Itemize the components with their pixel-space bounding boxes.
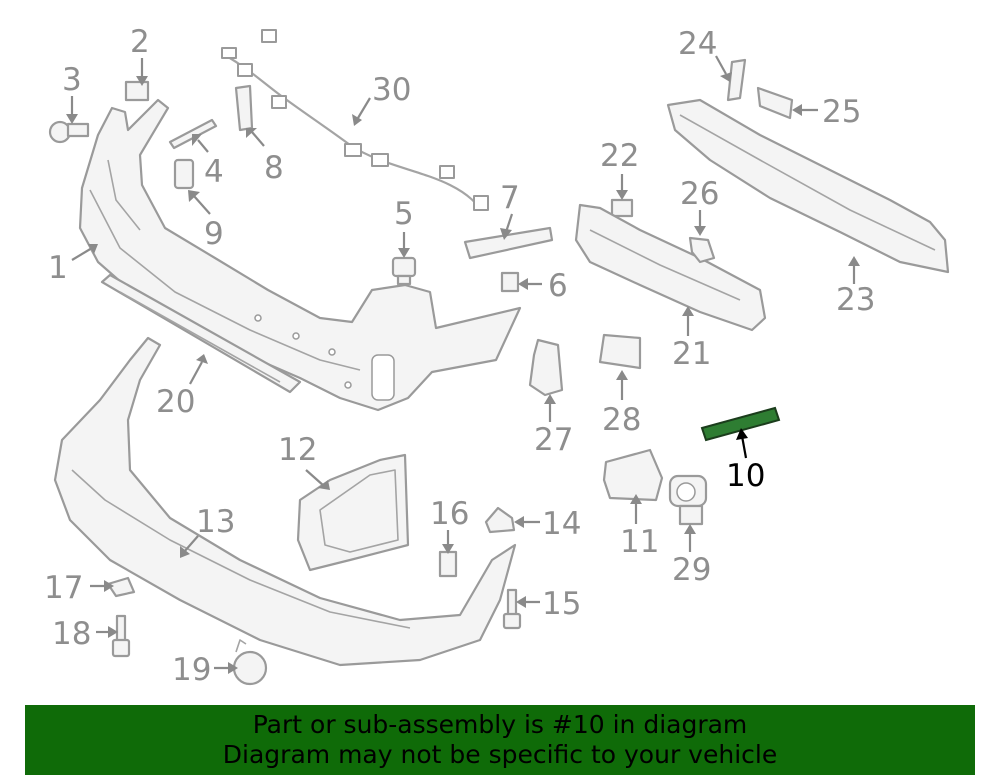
part-17-clip[interactable] bbox=[106, 576, 136, 598]
part-6-clip[interactable] bbox=[500, 271, 520, 293]
part-9-retainer[interactable] bbox=[173, 158, 195, 190]
callout-24: 24 bbox=[678, 26, 717, 62]
part-28-bracket[interactable] bbox=[598, 333, 642, 370]
part-27-bracket[interactable] bbox=[528, 338, 564, 397]
callout-29: 29 bbox=[672, 552, 711, 588]
callout-1: 1 bbox=[48, 250, 68, 286]
part-18-bolt[interactable] bbox=[111, 614, 131, 658]
part-14-clip[interactable] bbox=[484, 506, 516, 534]
part-15-screw[interactable] bbox=[502, 588, 522, 630]
info-banner: Part or sub-assembly is #10 in diagram D… bbox=[25, 705, 975, 775]
leader-lines bbox=[66, 55, 860, 674]
callout-9: 9 bbox=[204, 216, 224, 252]
callout-4: 4 bbox=[204, 154, 224, 190]
callout-3: 3 bbox=[62, 62, 82, 98]
callout-13: 13 bbox=[196, 504, 235, 540]
part-23-reinforcement-beam[interactable] bbox=[666, 98, 950, 274]
callout-labels: 1 2 3 4 5 6 7 8 9 10 11 12 13 14 15 16 1… bbox=[44, 24, 875, 688]
part-30-wiring-harness[interactable] bbox=[221, 29, 489, 211]
callout-28: 28 bbox=[602, 402, 641, 438]
banner-line-1: Part or sub-assembly is #10 in diagram bbox=[252, 710, 748, 739]
callout-23: 23 bbox=[836, 282, 875, 318]
part-2-clip[interactable] bbox=[124, 80, 150, 102]
callout-14: 14 bbox=[542, 506, 581, 542]
part-7-bracket[interactable] bbox=[463, 226, 554, 260]
part-26-bracket[interactable] bbox=[688, 236, 716, 264]
part-16-clip[interactable] bbox=[438, 550, 458, 578]
callout-26: 26 bbox=[680, 176, 719, 212]
part-19-tow-cover[interactable] bbox=[232, 639, 268, 686]
parts-diagram: 1 2 3 4 5 6 7 8 9 10 11 12 13 14 15 16 1… bbox=[44, 24, 950, 688]
part-3-bolt[interactable] bbox=[48, 120, 90, 144]
callout-10: 10 bbox=[726, 458, 765, 494]
part-5-nut[interactable] bbox=[391, 256, 417, 286]
callout-30: 30 bbox=[372, 72, 411, 108]
callout-25: 25 bbox=[822, 94, 861, 130]
part-8-bracket[interactable] bbox=[234, 84, 254, 132]
part-12-bracket[interactable] bbox=[296, 453, 410, 572]
callout-17: 17 bbox=[44, 570, 83, 606]
part-24-bracket[interactable] bbox=[726, 58, 747, 102]
callout-11: 11 bbox=[620, 524, 659, 560]
callout-15: 15 bbox=[542, 586, 581, 622]
part-29-sensor[interactable] bbox=[668, 474, 708, 526]
part-13-lower-bumper[interactable] bbox=[53, 336, 517, 667]
callout-2: 2 bbox=[130, 24, 150, 60]
part-22-clip[interactable] bbox=[610, 198, 634, 218]
part-25-bracket[interactable] bbox=[756, 86, 794, 120]
callout-8: 8 bbox=[264, 150, 284, 186]
banner-line-2: Diagram may not be specific to your vehi… bbox=[222, 740, 778, 769]
callout-6: 6 bbox=[548, 268, 568, 304]
callout-20: 20 bbox=[156, 384, 195, 420]
callout-16: 16 bbox=[430, 496, 469, 532]
callout-18: 18 bbox=[52, 616, 91, 652]
callout-19: 19 bbox=[172, 652, 211, 688]
part-11-bracket[interactable] bbox=[602, 448, 664, 502]
part-20-step-pad[interactable] bbox=[100, 273, 302, 394]
callout-21: 21 bbox=[672, 336, 711, 372]
callout-22: 22 bbox=[600, 138, 639, 174]
callout-12: 12 bbox=[278, 432, 317, 468]
callout-7: 7 bbox=[500, 180, 520, 216]
callout-27: 27 bbox=[534, 422, 573, 458]
callout-5: 5 bbox=[394, 196, 414, 232]
part-10-highlighted[interactable] bbox=[700, 406, 781, 442]
part-21-energy-absorber[interactable] bbox=[574, 203, 767, 332]
